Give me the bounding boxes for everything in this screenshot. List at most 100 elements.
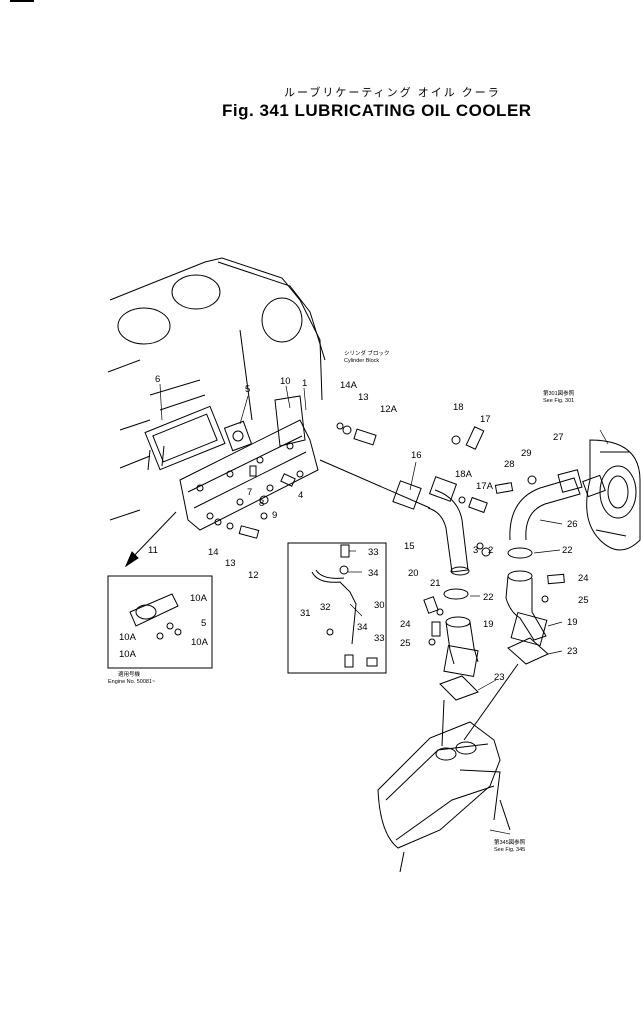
- inset-box-middle: [287, 542, 387, 674]
- inset-left-cooler: [129, 593, 182, 640]
- part-label-23-left: 23: [494, 672, 505, 683]
- washer-29: [527, 475, 537, 485]
- washer-25-right: [541, 595, 549, 603]
- washer-9: [260, 512, 268, 520]
- part-label-13-upper: 13: [358, 392, 369, 403]
- part-label-34-lower: 34: [357, 622, 368, 633]
- part-label-24-left: 24: [400, 619, 411, 630]
- part-label-10A-4: 10A: [119, 649, 137, 660]
- part-label-3: 3: [473, 545, 478, 556]
- note-cylinder-block-jp: シリンダ ブロック: [344, 349, 390, 357]
- gasket-5-hole: [232, 430, 244, 442]
- part-label-26: 26: [567, 519, 578, 530]
- detail-arrowhead: [124, 551, 139, 568]
- part-label-12: 12: [248, 570, 259, 581]
- part-label-10A-1: 10A: [190, 593, 208, 604]
- part-label-7: 7: [247, 487, 252, 498]
- part-label-9: 9: [272, 510, 277, 521]
- bolt-20: [423, 596, 439, 614]
- part-label-20: 20: [408, 568, 419, 579]
- bolt-17: [451, 426, 485, 450]
- gasket-27: [582, 474, 606, 498]
- part-label-16: 16: [411, 450, 422, 461]
- part-label-34-upper: 34: [368, 568, 379, 579]
- oil-cooler-cover: [179, 395, 319, 531]
- washer-25-left: [428, 638, 436, 646]
- part-label-6: 6: [155, 374, 160, 385]
- part-label-25-left: 25: [400, 638, 411, 649]
- note-inset-left-jp: 適用号機: [118, 670, 141, 678]
- oil-cooler-element: [144, 405, 226, 471]
- part-label-22-upper: 22: [562, 545, 573, 556]
- washer-2: [481, 547, 491, 557]
- part-label-14: 14: [208, 547, 219, 558]
- elbow-19-right: [505, 570, 548, 647]
- note-ref-301-en: See Fig. 301: [543, 398, 574, 404]
- bolt-28: [494, 482, 514, 494]
- elbow-19-left: [443, 616, 479, 677]
- part-label-13-lower: 13: [225, 558, 236, 569]
- title-japanese: ルーブリケーティング オイル クーラ: [284, 87, 501, 99]
- part-label-11: 11: [148, 545, 158, 556]
- part-label-5: 5: [245, 384, 250, 395]
- part-label-14A: 14A: [340, 380, 358, 391]
- note-inset-left-en: Engine No. 50081~: [108, 679, 155, 685]
- note-ref-345-en: See Fig. 345: [494, 847, 525, 853]
- washer-14: [214, 518, 222, 526]
- note-cylinder-block-en: Cylinder Block: [344, 358, 379, 364]
- part-label-19-left: 19: [483, 619, 494, 630]
- part-label-10: 10: [280, 376, 291, 387]
- part-label-25-right: 25: [578, 595, 589, 606]
- detail-arrow: [129, 511, 177, 561]
- outlet-pipe-15: [392, 476, 470, 576]
- part-label-1: 1: [302, 378, 307, 389]
- washer-21: [436, 608, 444, 616]
- part-labels: 6 5 10 1 14A 13 12A 18 17 16 18A 17A 28 …: [119, 374, 589, 683]
- turbocharger-housing: [586, 439, 641, 551]
- part-label-28: 28: [504, 459, 515, 470]
- part-label-5-inset: 5: [201, 618, 206, 629]
- o-ring-22-lower: [443, 588, 469, 600]
- title-english: Fig. 341 LUBRICATING OIL COOLER: [222, 101, 532, 120]
- part-label-33-lower: 33: [374, 633, 385, 644]
- part-label-31: 31: [300, 608, 311, 619]
- bolt-24-right: [547, 573, 565, 585]
- part-label-27: 27: [553, 432, 564, 443]
- o-ring-22-upper: [507, 547, 533, 559]
- part-label-30: 30: [374, 600, 385, 611]
- washer-8: [259, 495, 269, 505]
- part-label-19-right: 19: [567, 617, 578, 628]
- intake-manifold-housing: [377, 721, 511, 873]
- part-label-22-lower: 22: [483, 592, 494, 603]
- part-label-12A: 12A: [380, 404, 398, 415]
- part-label-32: 32: [320, 602, 331, 613]
- gasket-5: [223, 420, 253, 452]
- part-label-17A: 17A: [476, 481, 494, 492]
- part-label-10A-3: 10A: [191, 637, 209, 648]
- connector-pipe-26: [509, 469, 583, 541]
- part-label-33-upper: 33: [368, 547, 379, 558]
- fitting-4: [280, 473, 296, 487]
- part-label-15: 15: [404, 541, 415, 552]
- washer-13: [226, 522, 234, 530]
- part-label-4: 4: [298, 490, 303, 501]
- bolt-24-left: [431, 621, 441, 637]
- part-label-18A: 18A: [455, 469, 473, 480]
- bolt-12: [238, 525, 260, 539]
- part-label-2: 2: [488, 545, 493, 556]
- part-label-8: 8: [259, 498, 264, 509]
- note-ref-301-jp: 第301図参照: [543, 389, 575, 397]
- part-label-24-right: 24: [578, 573, 589, 584]
- part-label-23-right: 23: [567, 646, 578, 657]
- bolt-17A: [458, 496, 488, 514]
- part-label-29: 29: [521, 448, 532, 459]
- part-label-17: 17: [480, 414, 491, 425]
- part-label-10A-2: 10A: [119, 632, 137, 643]
- bolt-7: [249, 465, 257, 477]
- inset-box-left: [107, 575, 213, 669]
- part-label-21: 21: [430, 578, 441, 589]
- bolt-12A: [336, 422, 377, 446]
- washer-3: [476, 542, 484, 550]
